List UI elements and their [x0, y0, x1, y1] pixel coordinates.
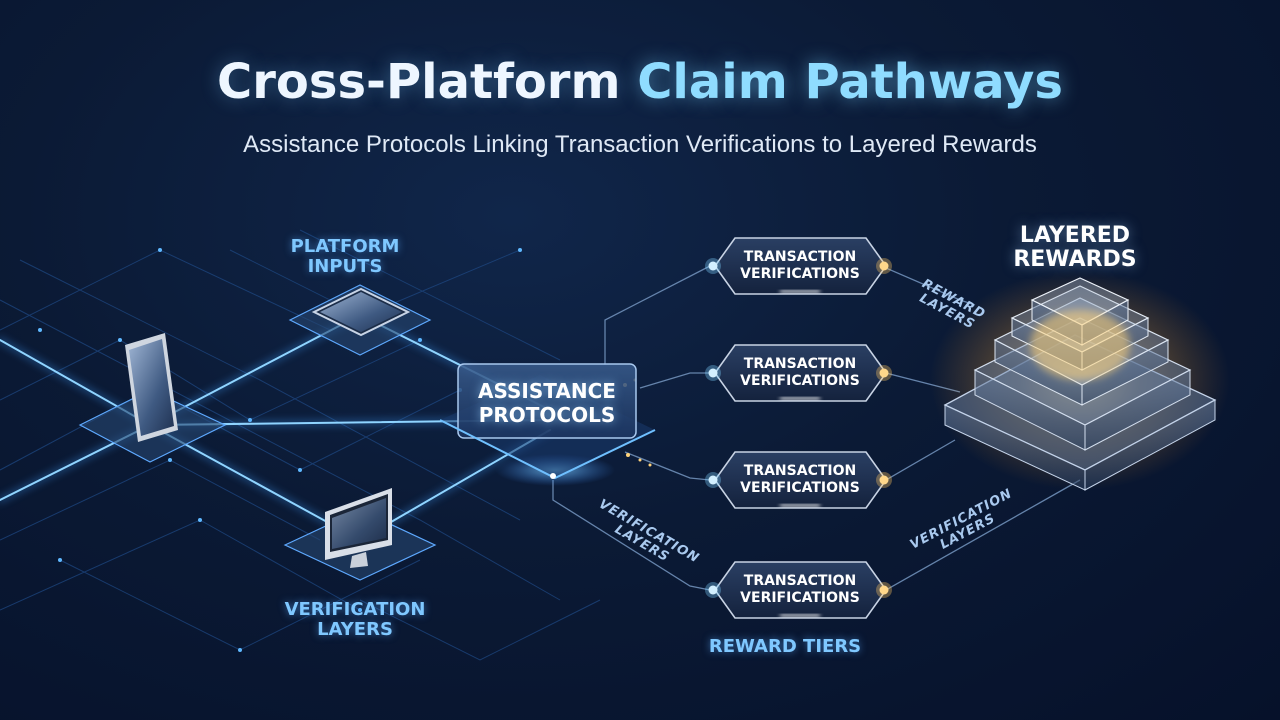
page-title: Cross-Platform Claim Pathways	[0, 56, 1280, 109]
transaction-node-2: TRANSACTION VERIFICATIONS	[725, 356, 875, 390]
transaction-node-1-line2: VERIFICATIONS	[740, 265, 860, 282]
circuit-dots	[38, 248, 522, 652]
transaction-node-2-line1: TRANSACTION	[743, 356, 857, 372]
layered-rewards-line2: REWARDS	[1013, 247, 1137, 273]
transaction-node-4: TRANSACTION VERIFICATIONS	[725, 573, 875, 607]
platform-inputs-label: PLATFORM INPUTS	[285, 237, 405, 277]
tablet-icon	[288, 284, 432, 356]
page-subtitle: Assistance Protocols Linking Transaction…	[243, 131, 1037, 158]
verification-layers-label: VERIFICATION LAYERS	[275, 600, 435, 640]
transaction-node-3: TRANSACTION VERIFICATIONS	[725, 463, 875, 497]
transaction-node-4-line1: TRANSACTION	[743, 573, 857, 589]
assistance-protocols-label: ASSISTANCE PROTOCOLS	[458, 379, 636, 427]
assistance-line1: ASSISTANCE	[478, 379, 616, 403]
transaction-node-4-line2: VERIFICATIONS	[740, 589, 860, 606]
transaction-node-3-line2: VERIFICATIONS	[740, 479, 860, 496]
reward-tiers-label: REWARD TIERS	[708, 636, 862, 657]
layered-rewards-label: LAYERED REWARDS	[995, 223, 1155, 273]
title-part-2: Claim Pathways	[637, 54, 1063, 110]
platform-inputs-line1: PLATFORM	[290, 236, 400, 257]
layered-rewards-line1: LAYERED	[1019, 223, 1131, 248]
platform-inputs-line2: INPUTS	[307, 255, 383, 277]
transaction-node-3-line1: TRANSACTION	[743, 463, 857, 479]
transaction-node-shapes	[705, 237, 892, 619]
verification-layers-line1: VERIFICATION	[284, 599, 426, 620]
transaction-node-1: TRANSACTION VERIFICATIONS	[725, 249, 875, 283]
desktop-monitor-icon	[283, 488, 437, 581]
smartphone-icon	[78, 333, 227, 463]
verification-layers-line2: LAYERS	[317, 618, 393, 640]
transaction-node-1-line1: TRANSACTION	[743, 249, 857, 265]
assistance-protocols-hub	[439, 363, 656, 486]
assistance-line2: PROTOCOLS	[478, 403, 616, 427]
title-part-1: Cross-Platform	[217, 54, 621, 110]
hub-connectors	[552, 265, 1081, 591]
transaction-node-2-line2: VERIFICATIONS	[740, 372, 860, 389]
reward-pyramid-icon	[930, 270, 1230, 491]
